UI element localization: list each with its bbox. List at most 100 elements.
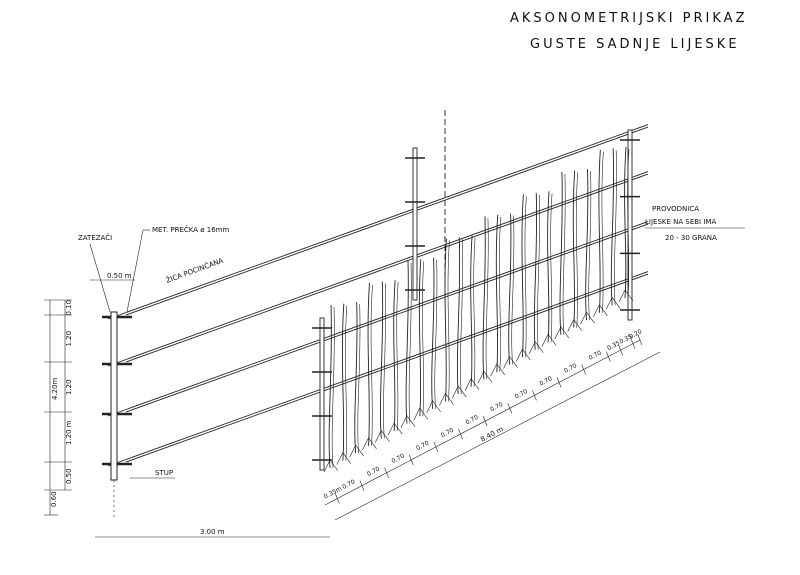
wires	[107, 124, 649, 467]
wire	[107, 271, 649, 467]
row-dimension-tick	[359, 480, 365, 491]
row-dimension-tick	[408, 454, 414, 465]
row-dimension-tick	[507, 403, 513, 414]
dim-vertical-segment: 0.10	[65, 300, 73, 316]
hazel-stem	[533, 192, 538, 350]
dim-row-spacing: 0.70	[563, 362, 578, 375]
hazel-base	[336, 452, 352, 465]
dim-row-spacing: 0.70	[464, 414, 479, 427]
dim-row-spacing: 0.70	[514, 388, 529, 401]
hazel-stem-outline	[550, 193, 553, 343]
hazel-stem	[482, 216, 486, 380]
hazel-stem	[495, 214, 499, 372]
row-dimension-tick	[606, 351, 611, 362]
hazel-stem-outline	[537, 194, 540, 350]
hazel-stem-outline	[460, 239, 463, 395]
hazel-stem	[418, 259, 422, 417]
wire	[107, 221, 649, 417]
title-line-1: AKSONOMETRIJSKI PRIKAZ	[510, 11, 747, 26]
hazel-base	[528, 341, 544, 354]
posts	[102, 110, 640, 520]
dim-row-spacing: 0.70	[391, 453, 406, 466]
hazel-base	[541, 333, 557, 347]
hazel-stem	[393, 280, 396, 432]
hazel-stem	[598, 149, 601, 313]
row-dimension-tick	[556, 377, 562, 388]
hazel-stem-outline	[345, 305, 348, 461]
hazel-stem	[508, 213, 512, 365]
hazel-base	[323, 459, 339, 473]
hazel-stem-outline	[422, 261, 425, 417]
label-provodnica: PROVODNICA	[652, 205, 699, 213]
end-post	[110, 311, 118, 481]
hazel-stem-outline	[357, 304, 361, 454]
hazel-stem-outline	[331, 306, 335, 469]
hazel-stem	[585, 169, 589, 321]
row-dimension-tick	[581, 364, 586, 375]
hazel-stem-outline	[408, 262, 412, 424]
hazel-stem	[354, 302, 358, 454]
wire	[125, 126, 649, 316]
row-dimension-tick	[618, 345, 623, 356]
hazel-base	[387, 422, 403, 436]
wire	[107, 124, 649, 320]
dim-top-width: 0.50 m	[107, 272, 132, 280]
hazel-base	[554, 326, 570, 340]
wire	[125, 173, 649, 363]
dim-row-spacing: 0.70	[588, 349, 603, 362]
hazel-base	[567, 318, 582, 332]
hazel-base	[593, 304, 608, 317]
row-dimension-line	[324, 339, 641, 506]
hazel-stem-outline	[383, 283, 387, 439]
hazel-stem	[521, 194, 524, 358]
hazel-base	[605, 296, 621, 310]
hazel-stem-outline	[614, 150, 617, 306]
dim-row-spacing: 0.35m	[323, 485, 343, 500]
row-dimension-tick	[433, 441, 439, 453]
dim-row-spacing: 0.20	[628, 328, 643, 341]
dim-vertical-segment: 0.50	[65, 468, 73, 484]
hazel-stem-outline	[434, 259, 438, 409]
label-zatezaci: ZATEZAČI	[78, 233, 112, 242]
label-met-precka: MET. PREČKA ø 16mm	[152, 225, 229, 234]
dim-row-spacing: 0.70	[489, 401, 504, 414]
hazel-stem-outline	[396, 282, 399, 432]
dim-row-spacing: 0.70	[440, 427, 455, 440]
dim-underground: 0.60	[50, 491, 58, 507]
hazel-stem	[559, 171, 563, 335]
wire	[107, 171, 649, 367]
label-stup: STUP	[155, 469, 173, 477]
hazel-stem-outline	[575, 172, 578, 328]
hazel-stem	[367, 282, 370, 446]
hazel-base	[413, 407, 429, 421]
wire	[125, 273, 649, 463]
dim-row-spacing: 0.70	[366, 465, 381, 478]
hazel-stem	[444, 238, 447, 402]
hazel-stem	[328, 304, 332, 469]
hazel-stem	[547, 191, 550, 343]
hazel-base	[503, 355, 518, 369]
hazel-base	[362, 437, 377, 450]
hazel-stem	[405, 260, 409, 424]
hazel-base	[618, 289, 634, 303]
hazel-stem-outline	[562, 173, 566, 335]
hazel-base	[464, 378, 480, 391]
hazel-stem	[431, 257, 435, 409]
row-dimension-tick	[335, 493, 340, 504]
hazel-stem-outline	[447, 240, 450, 402]
hazel-stem-outline	[588, 171, 592, 321]
hazel-stem-outline	[370, 284, 373, 446]
hazel-stem	[470, 235, 473, 387]
hazel-base	[490, 363, 505, 377]
leader-line	[126, 229, 144, 313]
hazel-base	[349, 444, 364, 458]
leader-line	[89, 243, 111, 313]
dim-vertical-segment: 1.20	[65, 331, 73, 347]
hazel-base	[477, 370, 493, 384]
hazel-base	[439, 392, 454, 406]
hazel-base	[516, 348, 531, 362]
post	[412, 147, 418, 301]
hazel-stem	[456, 237, 461, 395]
